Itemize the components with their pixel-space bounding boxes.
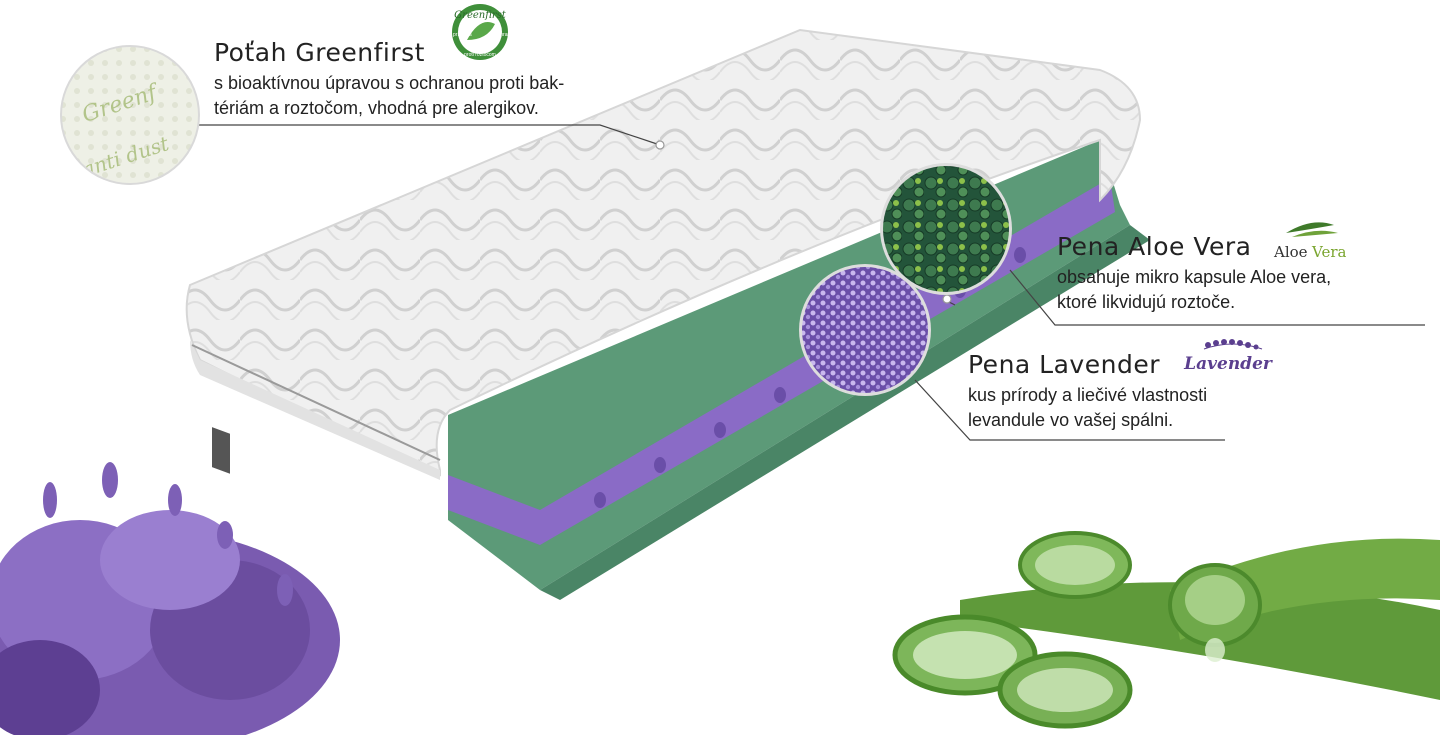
foam-side-lower xyxy=(540,225,1150,600)
callout-cover-title: Poťah Greenfirst xyxy=(214,38,425,67)
aloe-vera-logo: Aloe Vera xyxy=(1273,222,1347,261)
svg-text:prírodná: prírodná xyxy=(453,32,472,38)
svg-text:Greenfirst: Greenfirst xyxy=(454,10,507,21)
fabric-closeup: Greenf anti dust xyxy=(60,45,200,185)
aloe-foam-closeup xyxy=(880,163,1012,295)
aloe-leaves xyxy=(892,531,1440,729)
svg-text:Lavender: Lavender xyxy=(1183,354,1273,374)
callout-cover: Poťah Greenfirst s bioaktívnou úpravou s… xyxy=(214,38,654,121)
foam-layer-purple-face xyxy=(448,475,540,545)
leaf-icon xyxy=(467,22,495,40)
cover-side-band xyxy=(190,340,440,480)
svg-text:Aloe: Aloe xyxy=(1273,243,1308,261)
cover-label-tag xyxy=(212,427,230,474)
lavender-bunch xyxy=(0,462,340,735)
callout-lavender-foam: Pena Lavender kus prírody a liečivé vlas… xyxy=(968,350,1288,433)
lavender-logo: Lavender xyxy=(1183,339,1273,374)
callout-aloe-foam: Pena Aloe Vera obsahuje mikro kapsule Al… xyxy=(1057,232,1417,315)
svg-text:Vera: Vera xyxy=(1311,243,1347,261)
callout-aloe-description: obsahuje mikro kapsule Aloe vera, ktoré … xyxy=(1057,267,1332,312)
lavender-foam-closeup xyxy=(799,264,931,396)
aloe-leaf-icon xyxy=(1286,222,1334,233)
leader-lines xyxy=(198,124,1425,441)
callout-aloe-title: Pena Aloe Vera xyxy=(1057,232,1252,261)
cover-zipper xyxy=(191,344,441,461)
callout-lavender-description: kus prírody a liečivé vlastnosti levandu… xyxy=(968,385,1208,430)
greenfirst-logo: Greenfirst prírodná ochrana proti roztoč… xyxy=(452,4,513,60)
svg-text:proti roztočom: proti roztočom xyxy=(464,52,496,58)
svg-text:ochrana: ochrana xyxy=(495,32,513,38)
callout-lavender-title: Pena Lavender xyxy=(968,350,1160,379)
callout-cover-description: s bioaktívnou úpravou s ochranou proti b… xyxy=(214,73,565,118)
